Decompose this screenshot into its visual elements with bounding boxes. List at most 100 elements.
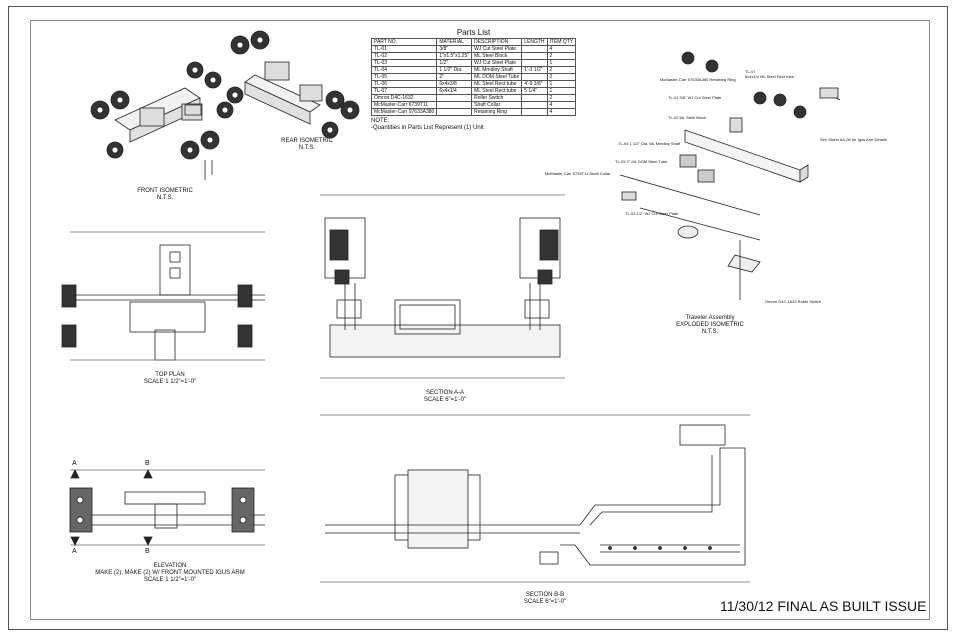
parts-list-cell: 4 [546,45,577,53]
parts-list-cell: 4'-9 3/8" [521,80,548,88]
parts-list-cell: 6x4x3/8 [436,80,473,88]
front-isometric-drawing [90,61,234,180]
top-plan-drawing [61,231,265,361]
parts-list-title: Parts List [456,28,491,37]
parts-list-cell: ML Steel Block [471,52,523,60]
parts-list-cell: 4 [546,101,577,109]
section-marker: A [72,460,77,467]
parts-list-header: LENGTH [521,38,548,46]
view-subtitle: MAKE (2), MAKE (2) W/ FRONT MOUNTED IGUS… [95,570,245,576]
parts-list-cell: 1 [546,87,577,95]
view-scale: SCALE 1 1/2"=1'-0" [143,379,197,385]
parts-list-cell: WJ Cut Steel Plate [471,59,523,67]
parts-list-cell: 1 [546,80,577,88]
parts-list-note-heading: NOTE: [371,118,390,124]
callout: McMaster-Carr 6739T11 Shaft Collar [545,171,611,176]
parts-list-cell: ML DOM Steel Tube [471,73,523,81]
parts-list-cell [521,59,548,67]
parts-list-cell: Roller Switch [471,94,523,102]
parts-list-cell [436,101,473,109]
section-bb-drawing [320,414,750,583]
parts-list-header: ITEM QTY [546,38,577,46]
parts-list-cell [521,45,548,53]
sheet-border [8,6,948,630]
callout: TL-05 2" ML DOM Steel Tube [615,159,668,164]
section-marker: A [72,548,77,555]
parts-list-cell: 1 1/2" Dia. [436,66,473,74]
callout: TL-03 1/2" WJ Cut Steel Plate [625,211,679,216]
parts-list-cell: 2 [546,94,577,102]
parts-list-cell: ML Steel Rect tube [471,80,523,88]
parts-list-cell: TL-07 [370,87,438,95]
elevation-drawing [69,469,265,546]
parts-list-cell [521,101,548,109]
parts-list-cell: 1 [546,59,577,67]
view-subtitle: EXPLODED ISOMETRIC [676,322,744,328]
parts-list-cell: ML Mmdloy Shaft [471,66,523,74]
view-title: Traveler Assembly [685,315,735,321]
callout: TL-01 3/8" WJ Cut Steel Plate [668,95,722,100]
callout: See Sheet AA-06 for Igus Arm Details [820,137,887,142]
parts-list-cell: 1/2" [436,59,473,67]
parts-list-cell: TL-06 [370,80,438,88]
parts-list-cell: 4 [546,108,577,116]
parts-list-cell: 6x4x1/4 [436,87,473,95]
section-aa-title: SECTION A-A SCALE 6"=1'-0" [390,390,500,404]
parts-list-cell: 2 [546,66,577,74]
view-scale: SCALE 6"=1'-0" [523,599,567,605]
view-title: FRONT ISOMETRIC [137,188,193,194]
section-marker: B [145,460,150,467]
parts-list-cell: ML Steel Rect tube [471,87,523,95]
view-scale: SCALE 1 1/2"=1'-0" [143,577,197,583]
parts-list-cell: TL-05 [370,73,438,81]
parts-list-cell [521,108,548,116]
view-scale: N.T.S. [156,195,174,201]
callout: McMaster-Carr 97633A380 Retaining Ring [660,77,736,82]
view-scale: SCALE 6"=1'-0" [423,397,467,403]
elevation-title: ELEVATION MAKE (2), MAKE (2) W/ FRONT MO… [80,563,260,584]
parts-list-cell: 2" [436,73,473,81]
issue-stamp: 11/30/12 FINAL AS BUILT ISSUE [720,598,927,614]
rear-iso-title: REAR ISOMETRIC N.T.S. [262,138,352,152]
parts-list-cell: Omron D4C-1632 [370,94,438,102]
parts-list-cell [436,108,473,116]
section-bb-title: SECTION B-B SCALE 6"=1'-0" [490,592,600,606]
parts-list-header: DESCRIPTION [471,38,523,46]
parts-list-header: MATERIAL [436,38,473,46]
callout: TL-04 1 1/2" Dia. ML Mmdloy Shaft [618,141,681,146]
front-iso-title: FRONT ISOMETRIC N.T.S. [120,188,210,202]
section-aa-drawing [320,194,565,379]
rear-isometric-drawing [184,30,360,139]
parts-list-cell [521,73,548,81]
traveler-title: Traveler Assembly EXPLODED ISOMETRIC N.T… [660,315,760,336]
parts-list-cell: TL-03 [370,59,438,67]
parts-list-cell: Shaft Collar [471,101,523,109]
callout: Omron D4C-1632 Roller Switch [765,299,822,304]
top-plan-title: TOP PLAN SCALE 1 1/2"=1'-0" [115,372,225,386]
parts-list-cell: 1"x1.5"x1.25" [436,52,473,60]
parts-list-cell: 5 1/4" [521,87,548,95]
view-title: ELEVATION [153,563,187,569]
parts-list-cell: TL-02 [370,52,438,60]
parts-list-note: -Quantities in Parts List Represent (1) … [371,125,484,131]
parts-list-cell: TL-01 [370,45,438,53]
callout: 6x4x1/4 ML Steel Rect tube [745,74,794,79]
parts-list-header-row: PART NO. MATERIAL DESCRIPTION LENGTH ITE… [370,38,577,46]
parts-list-cell: WJ Cut Steel Plate [471,45,523,53]
section-marker: B [145,548,150,555]
parts-list-cell: Retaining Ring [471,108,523,116]
parts-list-cell [521,52,548,60]
parts-list-cell [521,94,548,102]
view-scale: N.T.S. [701,329,719,335]
